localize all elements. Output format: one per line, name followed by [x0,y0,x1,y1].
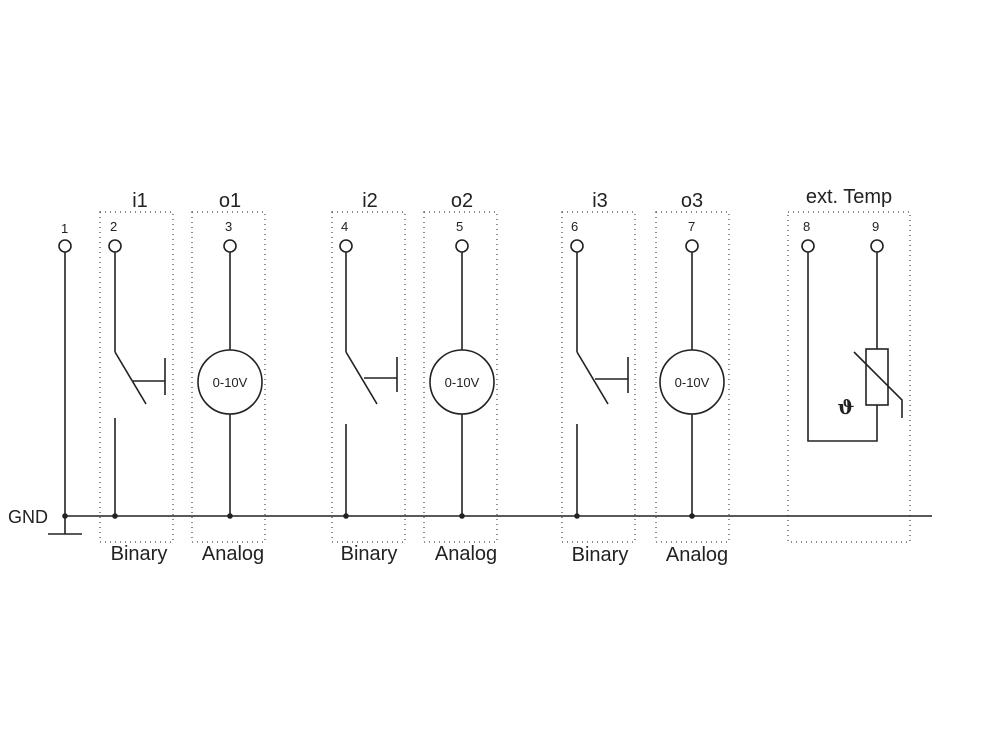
type-label-o1: Analog [202,543,264,565]
label-i3: i3 [592,190,608,212]
switch-blade-i1 [114,351,147,405]
terminal-number-4: 4 [341,219,348,234]
range-label-o1: 0-10V [213,375,248,390]
label-o2: o2 [451,190,473,212]
group-box-i3 [561,211,636,543]
group-box-i2 [331,211,406,543]
terminal-number-7: 7 [688,219,695,234]
label-o1: o1 [219,190,241,212]
range-label-o2: 0-10V [445,375,480,390]
terminal-3 [223,239,237,253]
terminal-1 [58,239,72,253]
wire-terminal-8 [807,252,878,442]
label-o3: o3 [681,190,703,212]
terminal-number-6: 6 [571,219,578,234]
thermistor-diagonal [853,351,903,418]
terminal-number-8: 8 [803,219,810,234]
label-i1: i1 [132,190,148,212]
junction-4 [343,513,349,519]
type-label-o3: Analog [666,544,728,566]
theta-symbol: ϑ [838,395,855,419]
type-label-i3: Binary [572,544,629,566]
group-box-o2 [423,211,498,543]
ground-label: GND [8,507,48,527]
terminal-9 [870,239,884,253]
type-label-o2: Analog [435,543,497,565]
junction-6 [574,513,580,519]
label-ext-temp: ext. Temp [806,186,892,208]
type-label-i1: Binary [111,543,168,565]
terminal-8 [801,239,815,253]
type-label-i2: Binary [341,543,398,565]
group-box-o3 [655,211,730,543]
terminal-6 [570,239,584,253]
terminal-5 [455,239,469,253]
range-label-o3: 0-10V [675,375,710,390]
terminal-number-5: 5 [456,219,463,234]
junction-2 [112,513,118,519]
terminal-2 [108,239,122,253]
group-box-o1 [191,211,266,543]
terminal-number-9: 9 [872,219,879,234]
junction-7 [689,513,695,519]
junction-3 [227,513,233,519]
junction-5 [459,513,465,519]
switch-blade-i2 [345,351,378,405]
label-i2: i2 [362,190,378,212]
group-box-ext-temp [787,211,911,543]
terminal-number-2: 2 [110,219,117,234]
terminal-number-3: 3 [225,219,232,234]
terminal-number-1: 1 [61,221,68,236]
group-box-i1 [99,211,174,543]
thermistor-body [865,348,889,406]
switch-blade-i3 [576,351,609,405]
terminal-4 [339,239,353,253]
junction-1 [62,513,68,519]
terminal-7 [685,239,699,253]
